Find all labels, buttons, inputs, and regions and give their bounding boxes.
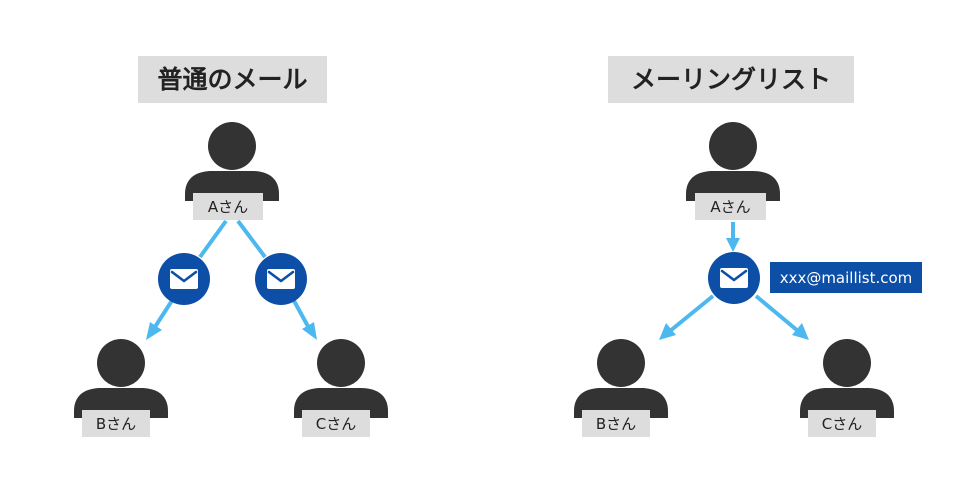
envelope-icon [253, 251, 309, 307]
person-sender-a: Aさん [686, 122, 780, 220]
person-sender-a: Aさん [185, 122, 279, 220]
recipient-c-label: Cさん [822, 415, 862, 433]
mailing-list-panel: メーリングリスト Aさん xxx@maillist.com Bさん [574, 56, 922, 437]
arrow-mail-to-c [291, 298, 312, 331]
sender-a-label-background [193, 193, 263, 220]
arrow-list-to-c [754, 294, 800, 333]
person-recipient-c: Cさん [800, 339, 894, 437]
person-recipient-b: Bさん [574, 339, 668, 437]
arrow-head-to-list [726, 238, 740, 252]
person-icon [800, 339, 894, 418]
normal-mail-title: 普通のメール [157, 65, 307, 94]
person-icon [185, 122, 279, 201]
person-icon [294, 339, 388, 418]
mailing-list-title-background [608, 56, 854, 103]
arrow-a-to-mail-b [198, 219, 228, 259]
mailing-list-arrows [659, 222, 809, 340]
recipient-c-label-background [808, 410, 876, 437]
envelope-icon [156, 251, 212, 307]
sender-a-label: Aさん [710, 198, 750, 216]
recipient-b-label: Bさん [96, 415, 136, 433]
person-recipient-b: Bさん [74, 339, 168, 437]
arrow-head-list-to-c [792, 323, 809, 340]
normal-mail-title-background [138, 56, 327, 103]
arrow-a-to-mail-c [236, 219, 267, 259]
recipient-b-label: Bさん [596, 415, 636, 433]
recipient-b-label-background [582, 410, 650, 437]
mailing-list-title: メーリングリスト [631, 65, 831, 94]
normal-mail-panel: 普通のメール Aさん Bさん Cさん [74, 56, 388, 437]
sender-a-label-background [695, 193, 766, 220]
arrow-head-to-c [302, 322, 317, 340]
list-address-background [770, 262, 922, 293]
recipient-c-label-background [302, 410, 370, 437]
normal-mail-arrows [146, 219, 317, 340]
recipient-b-label-background [82, 410, 150, 437]
recipient-c-label: Cさん [316, 415, 356, 433]
person-recipient-c: Cさん [294, 339, 388, 437]
person-icon [74, 339, 168, 418]
arrow-mail-to-b [151, 297, 175, 332]
arrow-head-to-b [146, 322, 162, 340]
sender-a-label: Aさん [208, 198, 248, 216]
arrow-head-list-to-b [659, 323, 676, 340]
envelope-icon [706, 250, 762, 306]
person-icon [574, 339, 668, 418]
person-icon [686, 122, 780, 201]
arrow-list-to-b [668, 294, 715, 333]
list-address: xxx@maillist.com [780, 269, 913, 287]
